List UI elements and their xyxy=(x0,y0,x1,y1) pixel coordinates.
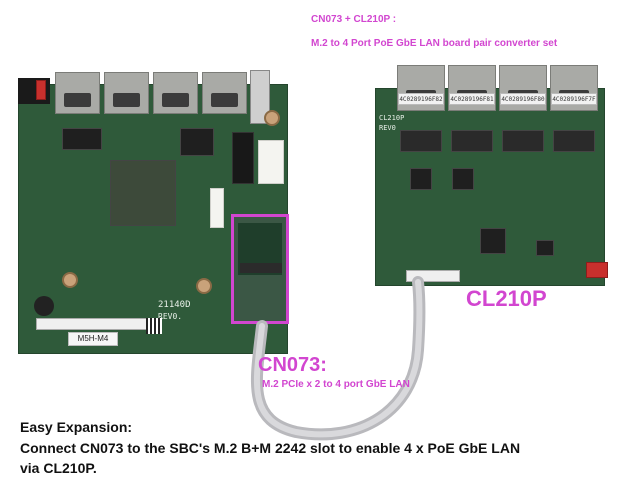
cl210p-magnetics-3 xyxy=(502,130,544,152)
cl210p-poe-chip-1 xyxy=(410,168,432,190)
cl210p-rev-label: REV0 xyxy=(379,124,396,132)
cl210p-main-chip xyxy=(480,228,506,254)
sbc-mount-hole-1 xyxy=(62,272,78,288)
sbc-model-tag: M5H-M4 xyxy=(68,332,118,346)
sbc-battery xyxy=(34,296,54,316)
cl210p-magnetics-1 xyxy=(400,130,442,152)
sbc-rev-label: REV0. xyxy=(158,312,183,321)
sbc-usb-stack xyxy=(250,70,270,124)
cl210p-mac-label-2: 4C0289196F81 xyxy=(449,93,495,105)
cn073-connector xyxy=(240,263,282,273)
sbc-white-header-1 xyxy=(258,140,284,184)
header-subtitle: M.2 to 4 Port PoE GbE LAN board pair con… xyxy=(311,38,558,49)
cl210p-title: CL210P xyxy=(466,286,547,311)
sbc-qr-sticker xyxy=(146,318,162,334)
sbc-lan-port-4 xyxy=(202,72,247,114)
cl210p-mac-label-3: 4C0289196F80 xyxy=(500,93,546,105)
sbc-white-header-2 xyxy=(210,188,224,228)
cn073-module xyxy=(231,214,289,324)
sbc-lan-port-2 xyxy=(104,72,149,114)
cl210p-poe-chip-2 xyxy=(452,168,474,190)
cl210p-sub-chip xyxy=(536,240,554,256)
cl210p-power-connector xyxy=(586,262,608,278)
sbc-lan-port-1 xyxy=(55,72,100,114)
cl210p-mac-label-1: 4C0289196F82 xyxy=(398,93,444,105)
footer-line-2: Connect CN073 to the SBC's M.2 B+M 2242 … xyxy=(20,440,521,456)
footer-line-3: via CL210P. xyxy=(20,460,97,476)
sbc-cpu-chip xyxy=(110,160,176,226)
footer-line-1: Easy Expansion: xyxy=(20,419,133,435)
cl210p-magnetics-4 xyxy=(553,130,595,152)
sbc-lan-port-3 xyxy=(153,72,198,114)
header-title: CN073 + CL210P : xyxy=(311,14,397,25)
cn073-title: CN073: xyxy=(258,354,327,376)
sbc-m2-slot xyxy=(232,132,254,184)
sbc-mount-hole-3 xyxy=(264,110,280,126)
cl210p-silk-label: CL210P xyxy=(379,114,405,122)
sbc-red-header xyxy=(36,80,46,100)
cl210p-mac-label-4: 4C0289196F7F xyxy=(551,93,597,105)
cn073-subtitle: M.2 PCIe x 2 to 4 port GbE LAN xyxy=(262,379,410,390)
cl210p-magnetics-2 xyxy=(451,130,493,152)
sbc-controller-chip xyxy=(180,128,214,156)
sbc-memory-chip xyxy=(62,128,102,150)
sbc-silkscreen-label: 21140D xyxy=(158,300,191,310)
sbc-mount-hole-2 xyxy=(196,278,212,294)
